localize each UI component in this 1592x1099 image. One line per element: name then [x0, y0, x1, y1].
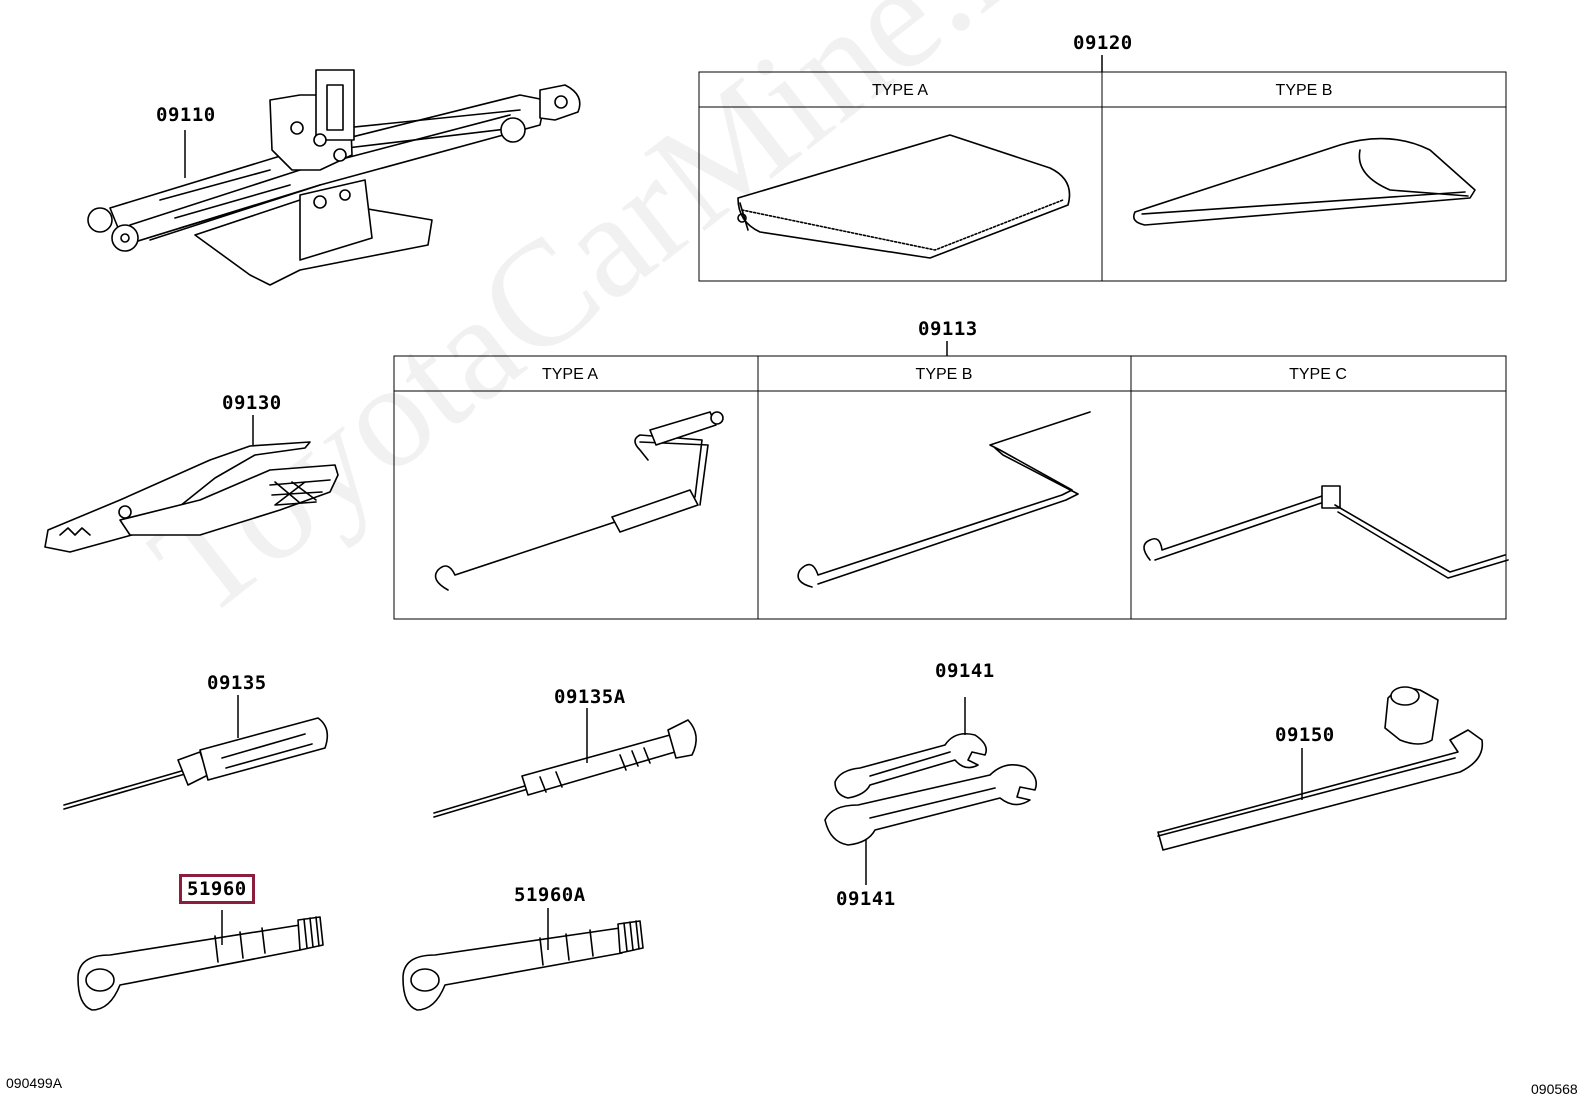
jack-handle-type-a-drawing — [434, 411, 724, 591]
part-code-wheel-nut-wrench[interactable]: 09150 — [1275, 724, 1335, 746]
footer-code-left: 090499A — [6, 1075, 63, 1091]
part-code-wrench-top[interactable]: 09141 — [935, 660, 995, 682]
part-code-tow-eye-alt[interactable]: 51960A — [514, 884, 586, 906]
jack-handle-type-b-label: TYPE B — [915, 366, 973, 383]
tool-bag-type-a-drawing — [737, 134, 1071, 259]
screwdriver-drawing — [63, 695, 329, 810]
tow-eye-alt-drawing — [402, 908, 644, 1011]
pliers-drawing — [44, 415, 339, 553]
jack-drawing — [87, 69, 581, 286]
part-code-wrench-bottom[interactable]: 09141 — [836, 888, 896, 910]
footer-code-right: 090568 — [1531, 1081, 1578, 1097]
jack-handle-type-c-label: TYPE C — [1289, 366, 1347, 383]
tool-bag-type-a-label: TYPE A — [871, 82, 929, 99]
part-code-tool-bag[interactable]: 09120 — [1073, 32, 1133, 54]
part-code-jack-handle[interactable]: 09113 — [918, 318, 978, 340]
wrench-bottom-drawing — [824, 764, 1038, 885]
tool-bag-table — [698, 55, 1507, 282]
jack-handle-table — [393, 341, 1507, 620]
tool-bag-type-b-drawing — [1132, 137, 1476, 226]
wheel-nut-wrench-drawing — [1157, 686, 1484, 851]
tool-bag-type-b-label: TYPE B — [1275, 82, 1333, 99]
part-code-screwdriver-alt[interactable]: 09135A — [554, 686, 626, 708]
tow-eye-selected-drawing — [77, 910, 324, 1011]
part-code-screwdriver[interactable]: 09135 — [207, 672, 267, 694]
part-code-pliers[interactable]: 09130 — [222, 392, 282, 414]
jack-handle-type-a-label: TYPE A — [541, 366, 599, 383]
jack-handle-type-b-drawing — [797, 411, 1091, 588]
wrench-top-drawing — [834, 697, 988, 799]
part-code-jack[interactable]: 09110 — [156, 104, 216, 126]
jack-handle-type-c-drawing — [1143, 485, 1509, 579]
screwdriver-alt-drawing — [433, 708, 697, 818]
part-code-tow-eye-selected[interactable]: 51960 — [179, 874, 255, 904]
